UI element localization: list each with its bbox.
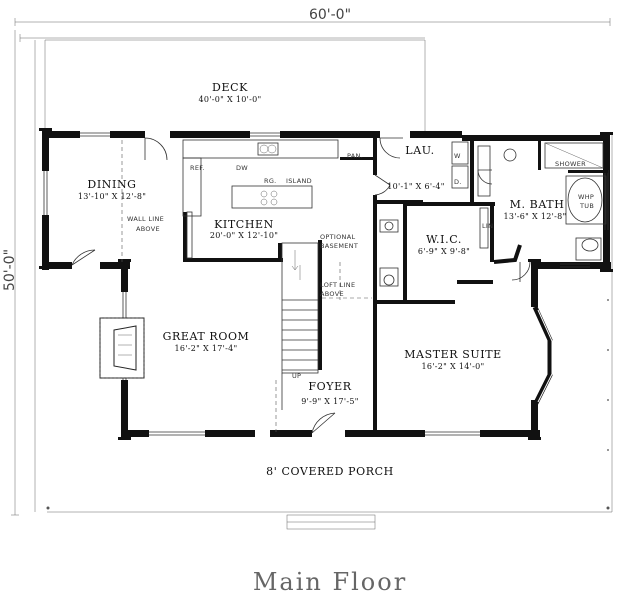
porch-posts	[46, 299, 610, 510]
basement-note: BASEMENT	[320, 242, 358, 250]
porch-name: 8' COVERED PORCH	[266, 465, 394, 478]
log-corner-ends	[39, 128, 613, 440]
bay-window	[532, 305, 553, 407]
wall-line-note: WALL LINE	[127, 215, 164, 223]
great-room-size: 16'-2" X 17'-4"	[175, 344, 238, 353]
deck-name: DECK	[212, 81, 248, 94]
fixture-notes: REF. DW PAN. RG. ISLAND WALL LINE ABOVE …	[127, 152, 594, 380]
dryer-note: D.	[454, 178, 462, 186]
laundry-name: LAU.	[405, 144, 434, 157]
kitchen-island	[231, 185, 313, 209]
deck-outline	[19, 34, 613, 513]
stair-up-note: UP	[292, 372, 301, 380]
pan-note: PAN.	[347, 152, 363, 160]
overall-width-dimension: 60'-0"	[14, 7, 611, 26]
overall-depth-dimension: 50'-0"	[2, 30, 19, 516]
kitchen-name: KITCHEN	[214, 218, 274, 231]
tub-note: TUB	[579, 202, 594, 210]
kitchen-size: 20'-0" X 12'-10"	[210, 231, 278, 240]
loft-line-note: LOFT LINE	[320, 281, 355, 289]
mbath-size: 13'-6" X 12'-8"	[504, 212, 567, 221]
drawing-caption: Main Floor	[253, 568, 407, 596]
kitchen-counters	[182, 139, 339, 259]
stairs	[281, 242, 319, 410]
loft-above-note: ABOVE	[320, 290, 344, 298]
dining-size: 13'-10" X 12'-8"	[78, 192, 146, 201]
interior-walls	[183, 138, 608, 435]
rg-note: RG.	[264, 177, 277, 185]
foyer-size: 9'-9" X 17'-5"	[301, 397, 359, 406]
width-label: 60'-0"	[309, 7, 351, 23]
dashed-lines	[121, 140, 372, 432]
depth-label: 50'-0"	[2, 249, 18, 291]
deck-size: 40'-0" X 10'-0"	[199, 95, 262, 104]
optional-note: OPTIONAL	[320, 233, 355, 241]
room-labels: DECK 40'-0" X 10'-0" DINING 13'-10" X 12…	[78, 81, 567, 478]
whp-note: WHP	[578, 193, 594, 201]
master-suite-size: 16'-2" X 14'-0"	[422, 362, 485, 371]
master-suite-name: MASTER SUITE	[404, 348, 502, 361]
washer-note: W	[454, 152, 461, 160]
dining-name: DINING	[87, 178, 136, 191]
laundry-size: 10'-1" X 6'-4"	[387, 182, 445, 191]
mbath-name: M. BATH	[510, 198, 565, 211]
island-note: ISLAND	[286, 177, 312, 185]
foyer-name: FOYER	[308, 380, 351, 393]
shower-note: SHOWER	[555, 160, 586, 168]
great-room-name: GREAT ROOM	[163, 330, 250, 343]
wic-size: 6'-9" X 9'-8"	[418, 247, 470, 256]
ref-note: REF.	[190, 164, 205, 172]
linen-note: LIN	[482, 222, 493, 230]
exterior-walls	[42, 131, 611, 438]
wic-name: W.I.C.	[426, 233, 462, 246]
bath-fixtures	[379, 141, 607, 287]
doors	[71, 137, 531, 434]
dw-note: DW	[236, 164, 248, 172]
porch-steps	[286, 514, 376, 530]
fireplace	[99, 317, 145, 379]
wall-line-above-note: ABOVE	[136, 225, 160, 233]
